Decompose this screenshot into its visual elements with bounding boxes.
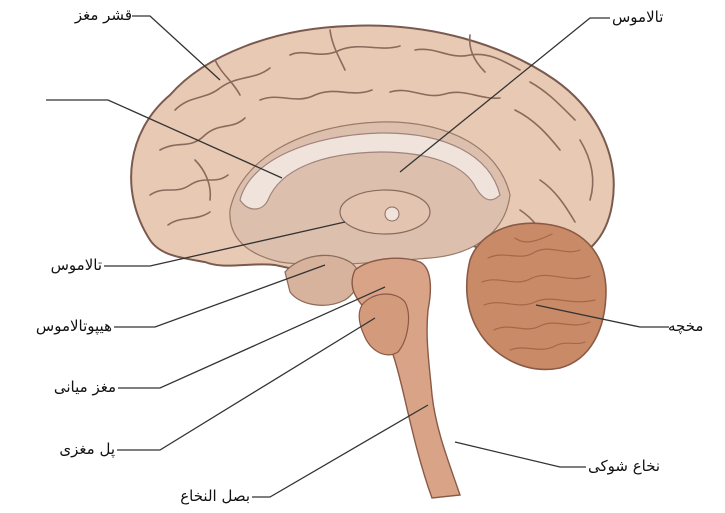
label-cortex: قشر مغز	[62, 6, 132, 24]
interthalamic-adhesion	[385, 207, 399, 221]
label-cerebellum: مخچه	[668, 317, 722, 335]
label-medulla: بصل النخاع	[150, 487, 250, 505]
lower-forebrain	[285, 255, 359, 305]
pons	[359, 294, 408, 355]
label-midbrain: مغز میانی	[30, 378, 116, 396]
cerebellum	[467, 223, 606, 369]
label-thalamus-left: تالاموس	[20, 256, 102, 274]
label-pons: پل مغزی	[40, 440, 115, 458]
label-spinal-cord: نخاع شوکی	[588, 457, 688, 475]
label-thalamus-top: تالاموس	[612, 8, 692, 26]
label-hypothalamus: هیپوتالاموس	[4, 317, 112, 335]
